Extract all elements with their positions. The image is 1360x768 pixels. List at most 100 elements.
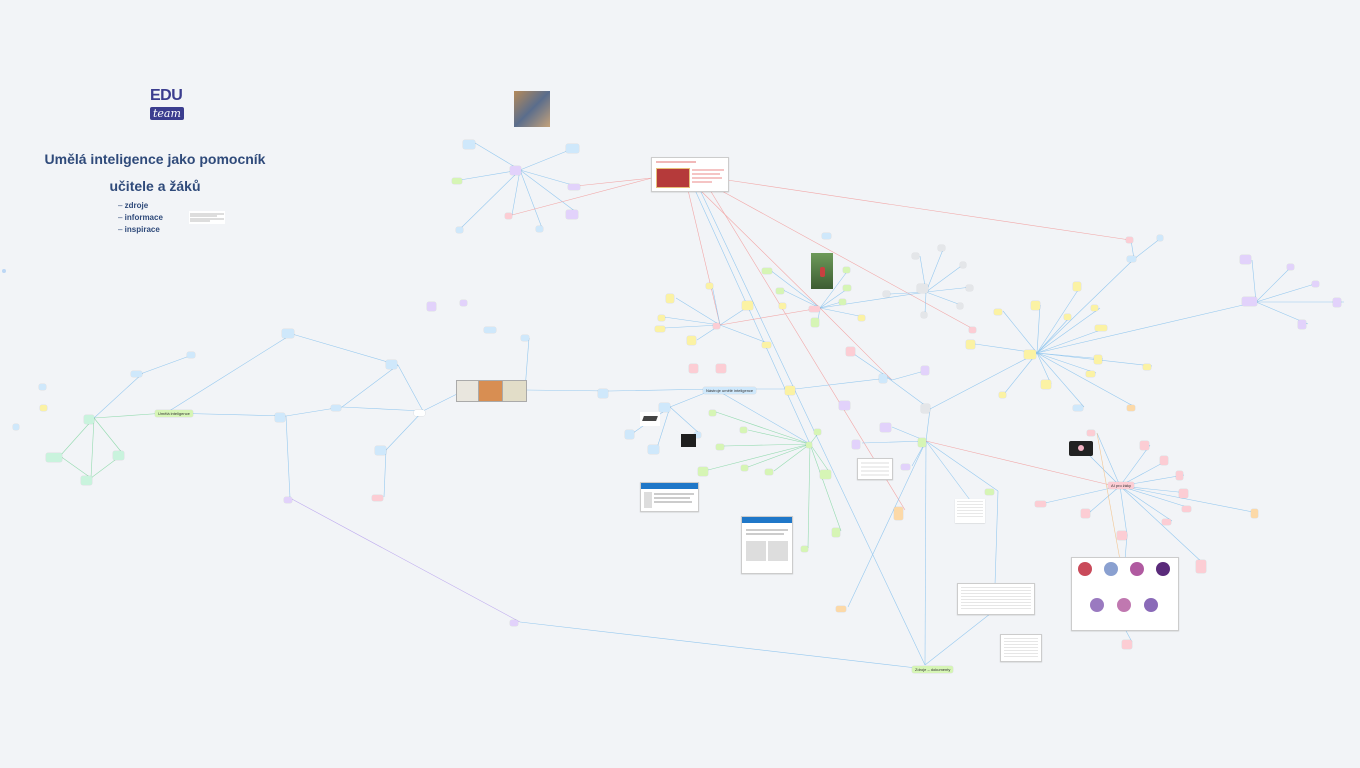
comic-thumbnail[interactable] xyxy=(456,380,480,402)
document-card[interactable] xyxy=(651,157,729,192)
mindmap-node[interactable] xyxy=(372,495,383,501)
mindmap-node[interactable] xyxy=(1333,298,1342,308)
mindmap-node[interactable] xyxy=(1179,489,1189,499)
mindmap-node[interactable] xyxy=(568,184,580,190)
mindmap-node[interactable] xyxy=(912,253,920,259)
mindmap-node[interactable] xyxy=(1157,235,1163,241)
mindmap-node[interactable] xyxy=(994,309,1003,315)
mindmap-node[interactable] xyxy=(806,442,812,448)
mindmap-node[interactable] xyxy=(689,364,699,374)
mindmap-node[interactable] xyxy=(1140,441,1150,451)
mindmap-node[interactable] xyxy=(463,140,475,150)
mindmap-node[interactable] xyxy=(375,446,386,456)
mindmap-node[interactable] xyxy=(331,405,341,411)
mindmap-node[interactable] xyxy=(741,465,748,471)
mindmap-node[interactable] xyxy=(687,336,697,346)
mindmap-node[interactable] xyxy=(765,469,774,475)
mindmap-node[interactable] xyxy=(598,389,608,399)
mindmap-node[interactable] xyxy=(386,360,397,370)
mindmap-node[interactable] xyxy=(275,413,285,423)
mindmap-node[interactable] xyxy=(1117,531,1127,541)
keyboard-image[interactable] xyxy=(640,412,660,426)
mindmap-node[interactable] xyxy=(832,528,841,538)
mindmap-node[interactable] xyxy=(740,427,748,433)
mindmap-node[interactable] xyxy=(456,227,463,233)
mindmap-node[interactable] xyxy=(801,546,809,552)
mindmap-node[interactable] xyxy=(1041,380,1051,390)
mindmap-node[interactable] xyxy=(81,476,92,486)
mindmap-node[interactable] xyxy=(1242,297,1257,307)
mindmap-node-center[interactable]: Nástroje umělé inteligence xyxy=(703,387,757,394)
video-thumbnail[interactable] xyxy=(1069,441,1093,456)
mindmap-node[interactable] xyxy=(1073,405,1083,411)
mindmap-node[interactable] xyxy=(460,300,467,306)
mindmap-node[interactable] xyxy=(960,262,966,268)
mindmap-node[interactable] xyxy=(1196,560,1206,573)
mindmap-node[interactable] xyxy=(921,312,927,318)
mindmap-node[interactable] xyxy=(879,374,888,384)
mindmap-node[interactable] xyxy=(536,226,544,232)
canvas-edge-handle[interactable] xyxy=(2,269,6,273)
mindmap-node[interactable] xyxy=(966,340,976,350)
mindmap-node[interactable] xyxy=(709,410,717,416)
article-card[interactable] xyxy=(640,482,699,512)
mindmap-node[interactable] xyxy=(921,404,931,414)
forest-photo-thumbnail[interactable] xyxy=(811,253,833,289)
mindmap-node[interactable] xyxy=(1143,364,1152,370)
mindmap-node[interactable] xyxy=(484,327,496,333)
mindmap-node[interactable] xyxy=(883,291,891,297)
mindmap-node[interactable] xyxy=(999,392,1006,398)
mindmap-node[interactable] xyxy=(39,384,46,390)
mindmap-node[interactable] xyxy=(716,444,725,450)
mindmap-node[interactable] xyxy=(917,284,928,294)
mindmap-node[interactable] xyxy=(969,327,976,333)
mindmap-node[interactable] xyxy=(131,371,142,377)
mindmap-node[interactable] xyxy=(1035,501,1046,507)
mindmap-node[interactable] xyxy=(713,323,721,329)
mindmap-node[interactable] xyxy=(843,267,850,273)
mindmap-node[interactable] xyxy=(46,453,62,463)
mindmap-node[interactable] xyxy=(625,430,635,440)
mindmap-node-left-hub[interactable]: Umělá inteligence xyxy=(155,410,193,417)
mindmap-node[interactable] xyxy=(1094,355,1103,365)
mindmap-node[interactable] xyxy=(811,318,820,328)
mindmap-node[interactable] xyxy=(1073,282,1082,292)
mindmap-node[interactable] xyxy=(1160,456,1169,466)
mindmap-node[interactable] xyxy=(1182,506,1192,512)
mindmap-node[interactable] xyxy=(1127,405,1136,411)
mindmap-node[interactable] xyxy=(1087,430,1096,436)
mindmap-node[interactable] xyxy=(852,440,861,450)
table-thumbnail[interactable] xyxy=(857,458,893,480)
mindmap-node[interactable] xyxy=(566,144,580,154)
mindmap-node[interactable] xyxy=(1298,320,1307,330)
mindmap-node[interactable] xyxy=(13,424,19,430)
mindmap-node[interactable] xyxy=(452,178,462,184)
mindmap-node[interactable] xyxy=(659,403,670,413)
mindmap-node[interactable] xyxy=(1091,305,1099,311)
mindmap-node[interactable] xyxy=(510,166,521,176)
mindmap-node[interactable] xyxy=(1251,509,1259,519)
mindmap-node[interactable] xyxy=(698,467,708,477)
mindmap-node[interactable] xyxy=(658,315,666,321)
mindmap-node[interactable] xyxy=(776,288,785,294)
mindmap-node[interactable] xyxy=(1126,237,1133,243)
mindmap-node[interactable] xyxy=(1024,350,1036,360)
article-card[interactable] xyxy=(741,516,793,574)
mindmap-node[interactable] xyxy=(648,445,659,455)
mindmap-node[interactable] xyxy=(1287,264,1294,270)
mindmap-node[interactable] xyxy=(716,364,726,374)
mindmap-node[interactable] xyxy=(566,210,578,220)
mindmap-node-bottom[interactable]: Zdroje – dokumenty xyxy=(912,666,954,673)
mindmap-node[interactable] xyxy=(1031,301,1041,311)
mindmap-node[interactable] xyxy=(820,470,831,480)
mindmap-node[interactable] xyxy=(822,233,832,239)
mindmap-node[interactable] xyxy=(966,285,973,291)
document-card[interactable] xyxy=(957,583,1035,615)
mindmap-node[interactable] xyxy=(40,405,47,411)
mindmap-node[interactable] xyxy=(921,366,930,376)
mindmap-node[interactable] xyxy=(839,401,850,411)
mindmap-node[interactable] xyxy=(666,294,675,304)
mindmap-node[interactable] xyxy=(694,432,701,438)
mindmap-node[interactable] xyxy=(785,386,795,396)
